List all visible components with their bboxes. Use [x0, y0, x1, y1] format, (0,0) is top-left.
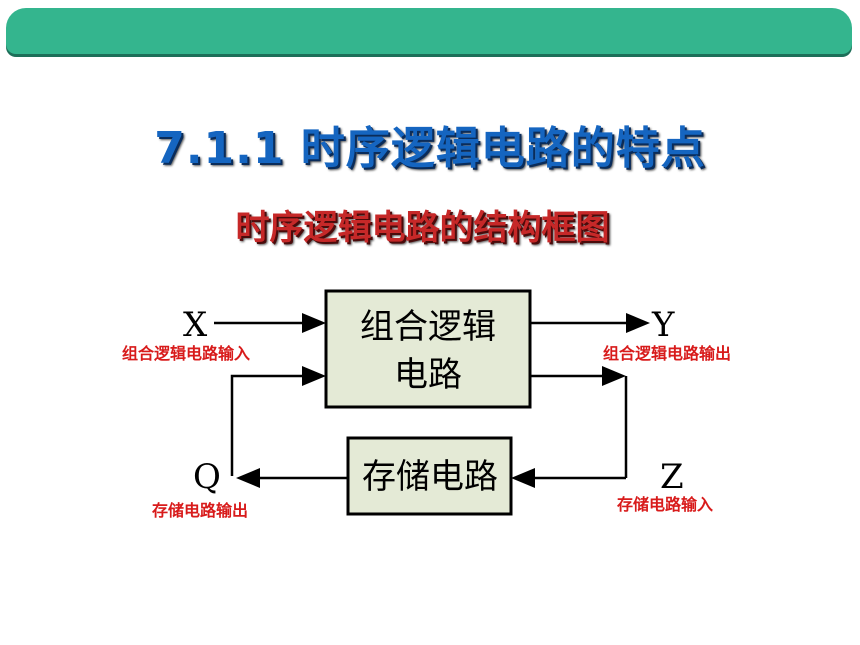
- y-output-arrow: [530, 313, 650, 333]
- q-output-arrow: [236, 468, 348, 488]
- top-banner: [6, 8, 852, 54]
- storage-circuit-block: [346, 436, 513, 516]
- combinational-logic-block: [324, 289, 532, 409]
- signal-y: Y: [651, 305, 675, 345]
- z-path-arrow: [530, 366, 628, 478]
- combinational-block-line1: 组合逻辑: [360, 307, 496, 347]
- z-annotation: 存储电路输入: [617, 495, 713, 514]
- slide-subtitle: 时序逻辑电路的结构框图: [235, 208, 610, 248]
- slide-title: 7.1.1 时序逻辑电路的特点: [154, 123, 706, 174]
- signal-q: Q: [193, 457, 221, 497]
- x-input-arrow: [214, 313, 326, 333]
- q-annotation: 存储电路输出: [152, 501, 248, 520]
- signal-x: X: [183, 305, 208, 345]
- storage-block-label: 存储电路: [362, 457, 498, 497]
- z-input-arrow: [511, 468, 626, 488]
- x-annotation: 组合逻辑电路输入: [122, 344, 250, 363]
- q-feedback-arrow: [230, 366, 326, 476]
- y-annotation: 组合逻辑电路输出: [603, 344, 731, 363]
- signal-z: Z: [660, 457, 684, 497]
- combinational-block-line2: 电路: [394, 355, 462, 395]
